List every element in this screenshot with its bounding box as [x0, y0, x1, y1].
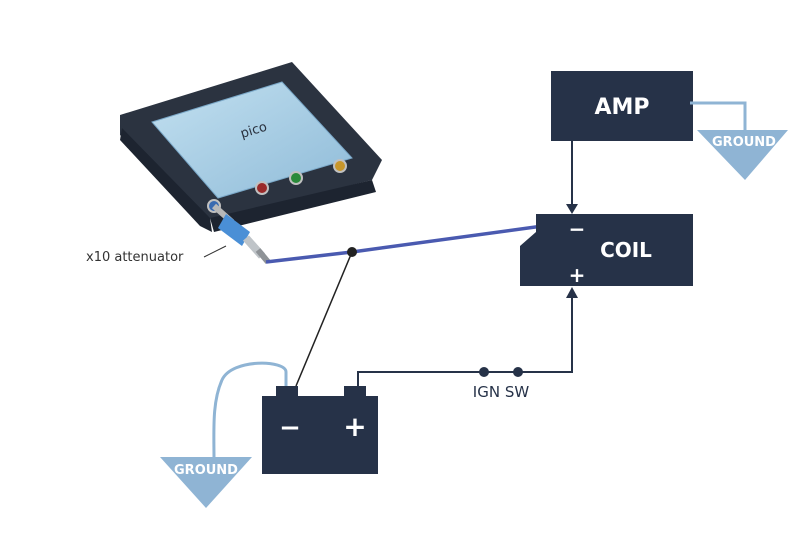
coil-minus-terminal: − — [569, 217, 586, 241]
battery-ground-wire — [212, 361, 288, 461]
probe-junction — [347, 247, 357, 257]
x10-attenuator — [212, 203, 271, 264]
amp-block — [551, 71, 693, 141]
coil-plus-terminal: + — [569, 263, 586, 287]
coil-plus-arrow — [566, 287, 578, 298]
ign-sw-contact-right — [513, 367, 523, 377]
battery-minus-label: − — [279, 413, 301, 443]
battery-ground-label: GROUND — [174, 463, 238, 478]
attenuator-pointer — [203, 245, 227, 258]
amp-coil-arrow — [566, 204, 578, 214]
probe-ground-lead — [295, 251, 353, 387]
battery-plus-post — [344, 386, 366, 396]
channel-a-connector — [255, 181, 269, 195]
ign-sw-contact-left — [479, 367, 489, 377]
amp-ground-wire — [690, 101, 747, 132]
channel-b-connector — [289, 171, 303, 185]
battery-minus-post — [276, 386, 298, 396]
coil-label: COIL — [600, 238, 652, 262]
amp-label: AMP — [594, 95, 649, 120]
attenuator-label: x10 attenuator — [86, 250, 184, 265]
coil-block — [520, 214, 693, 286]
ign-sw-label: IGN SW — [473, 383, 530, 401]
battery-ground-symbol — [160, 457, 252, 508]
battery — [262, 396, 378, 474]
amp-ground-symbol — [697, 130, 788, 180]
amp-ground-label: GROUND — [712, 135, 776, 150]
picoscope-unit: pico — [120, 62, 382, 232]
scope-top-panel — [151, 81, 353, 199]
battery-plus-label: + — [343, 410, 366, 443]
ignition-wire — [357, 296, 573, 386]
channel-c-connector — [333, 159, 347, 173]
